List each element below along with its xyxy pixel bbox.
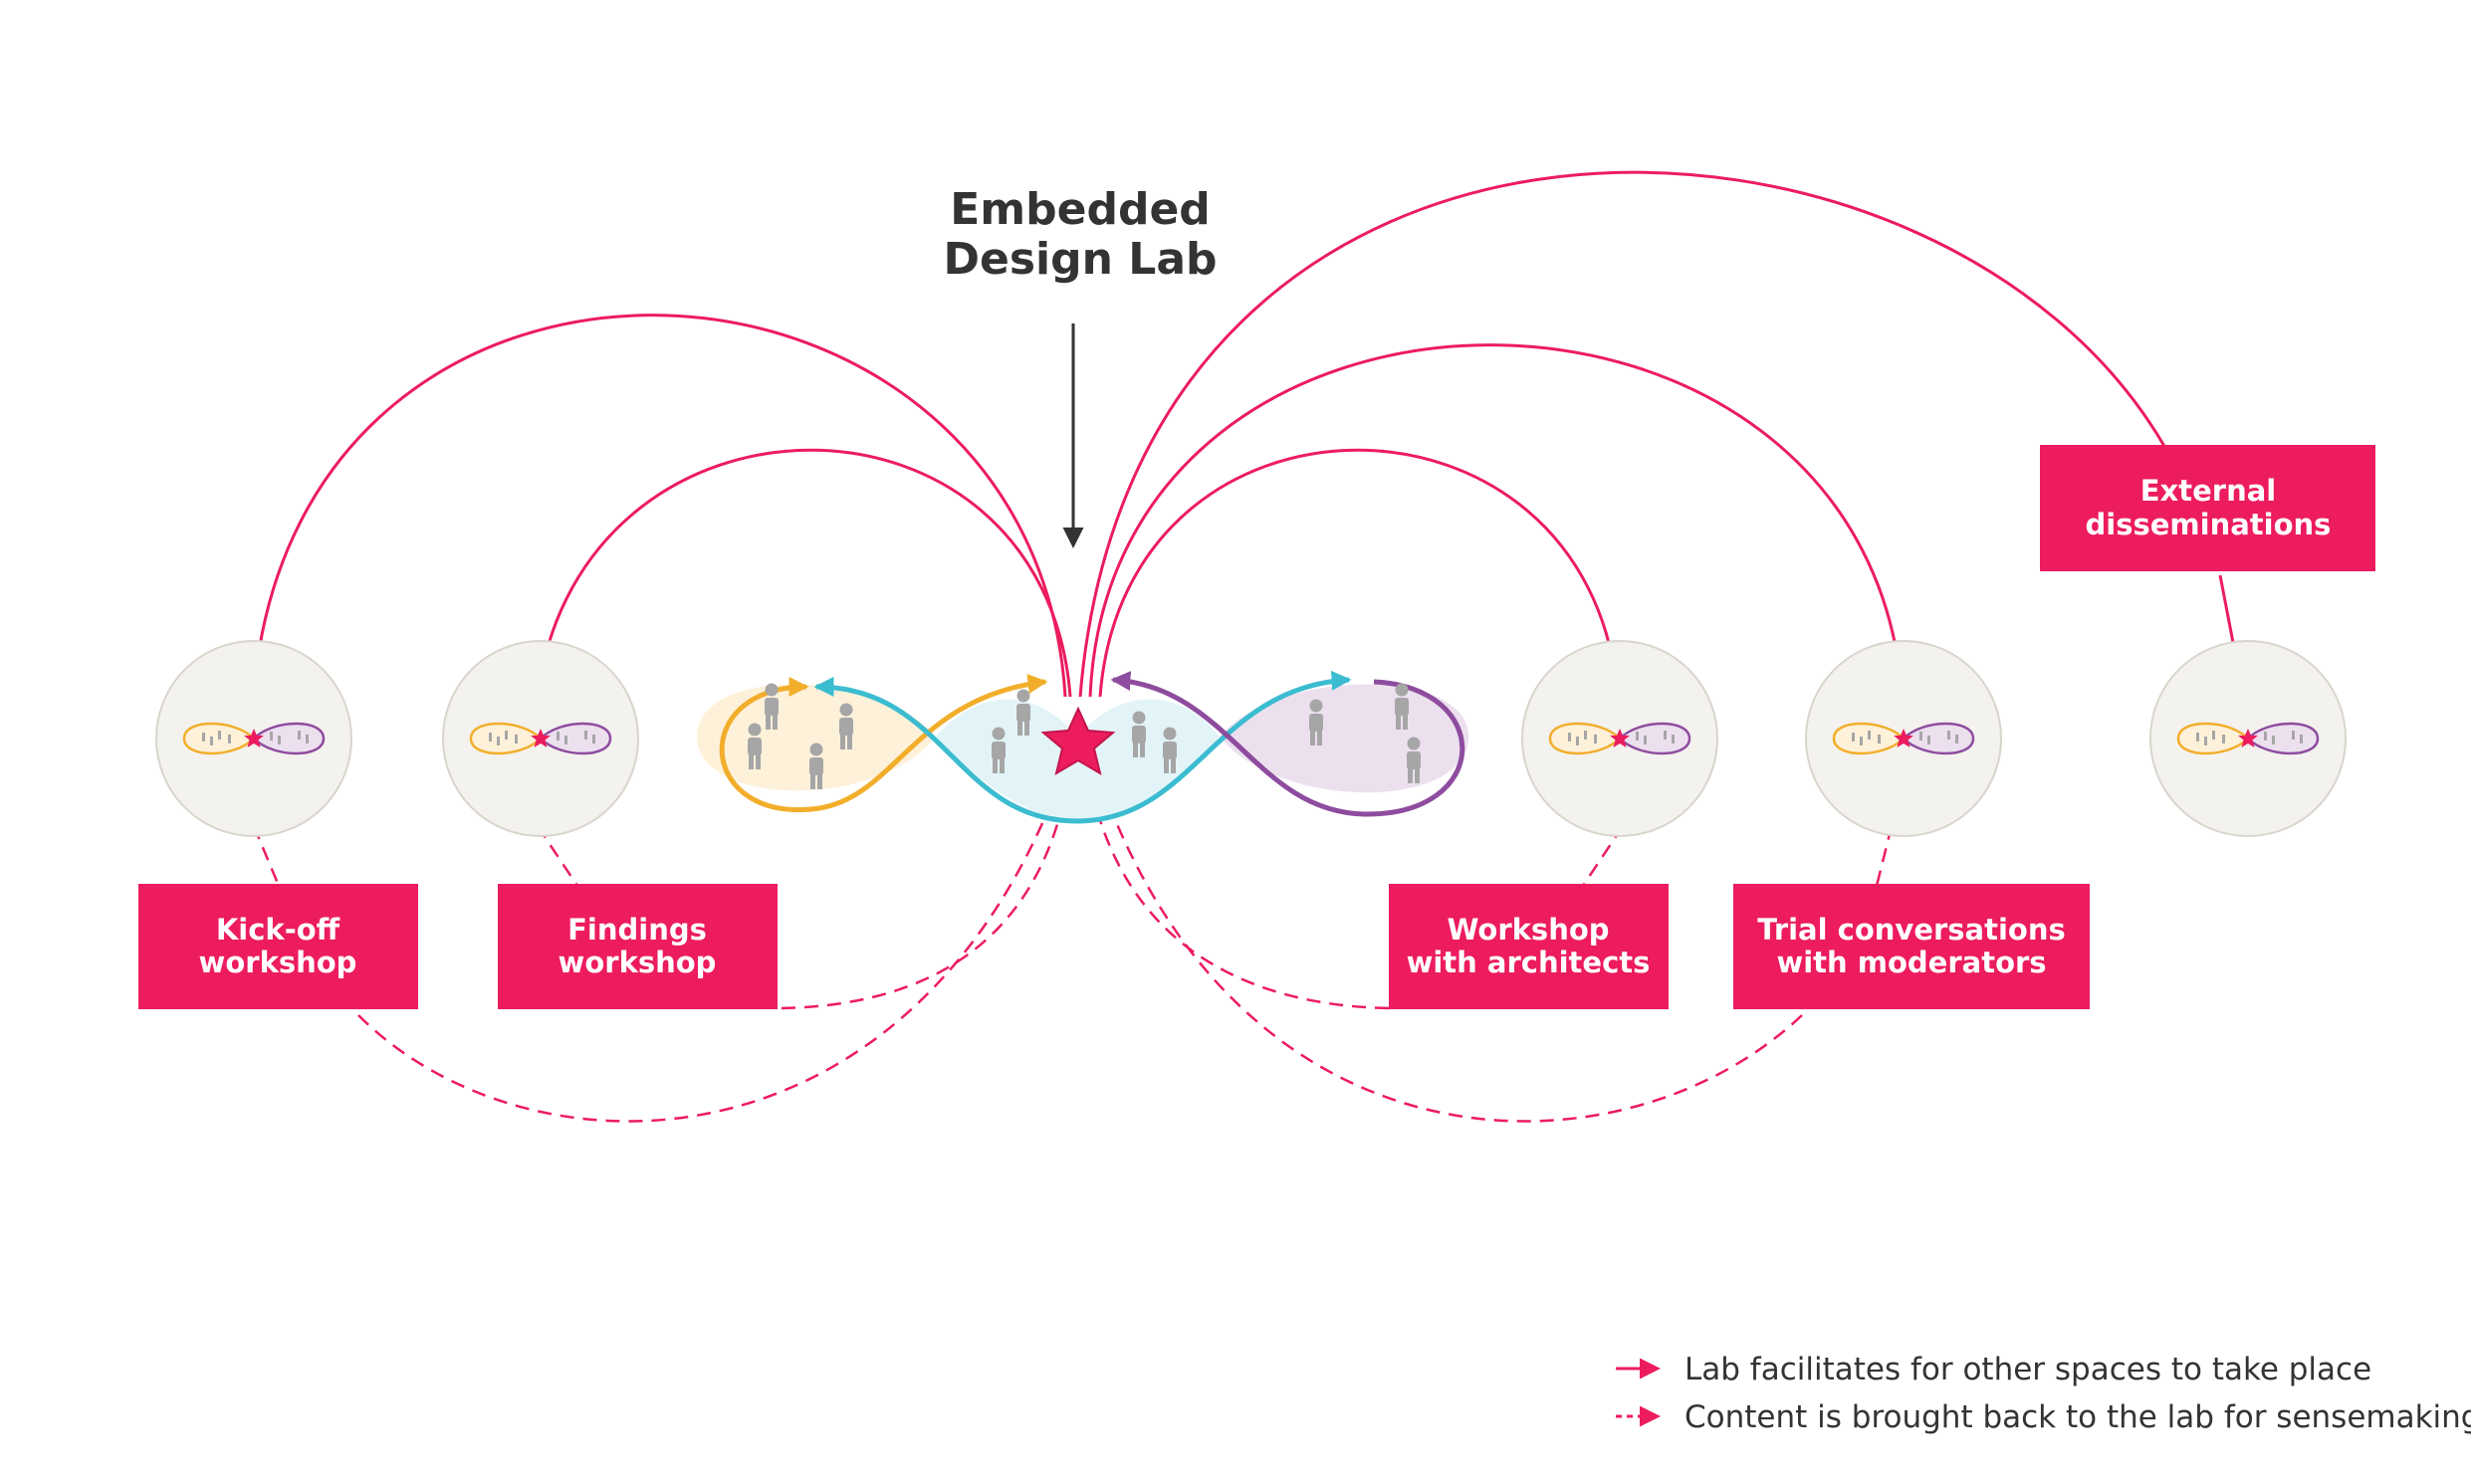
moderators-bubble	[1802, 639, 2003, 838]
blue-loop-stroke	[813, 677, 1078, 824]
facilitation-arcs	[245, 170, 2252, 708]
central-lab-loop	[697, 670, 1468, 824]
arc-to-moderators	[1088, 343, 1910, 698]
findings-box-line2: workshop	[559, 946, 717, 979]
yellow-loop-stroke-left	[719, 677, 820, 813]
lab-star-icon	[1040, 706, 1116, 776]
findings-box: Findings workshop	[498, 884, 778, 1009]
blue-loop-stroke-right	[1076, 670, 1352, 824]
findings-bubble	[439, 639, 640, 838]
lab-title: Embedded Design Lab	[944, 184, 1218, 285]
yellow-loop-stroke-right	[818, 674, 1048, 811]
kickoff-box-line1: Kick-off	[216, 913, 340, 947]
external-box: External disseminations	[2040, 445, 2375, 571]
return-from-kickoff	[357, 763, 1069, 1123]
purple-loop-stroke	[1110, 671, 1465, 817]
kickoff-box: Kick-off workshop	[138, 884, 418, 1009]
kickoff-box-line2: workshop	[199, 946, 357, 979]
legend-dashed-label: Content is brought back to the lab for s…	[1685, 1399, 2471, 1435]
architects-box: Workshop with architects	[1389, 884, 1669, 1009]
moderators-box-line1: Trial conversations	[1757, 913, 2066, 947]
arc-to-external	[1078, 170, 2167, 698]
external-box-line2: disseminations	[2086, 508, 2332, 541]
external-box-line1: External	[2140, 474, 2277, 508]
arc-to-findings	[530, 448, 1072, 698]
legend: Lab facilitates for other spaces to take…	[1616, 1352, 2471, 1435]
arc-to-kickoff	[245, 314, 1067, 698]
lab-title-line1: Embedded	[950, 184, 1211, 235]
findings-box-line1: Findings	[567, 913, 707, 947]
legend-solid-label: Lab facilitates for other spaces to take…	[1685, 1352, 2371, 1387]
return-from-findings	[781, 763, 1077, 1010]
external-bubble	[2146, 639, 2348, 838]
architects-bubble	[1518, 639, 1719, 838]
moderators-box-line2: with moderators	[1776, 946, 2046, 979]
dash-moderators-bubble-box	[1875, 825, 1894, 887]
moderators-box: Trial conversations with moderators	[1733, 884, 2090, 1009]
kickoff-bubble	[152, 639, 353, 838]
architects-box-line1: Workshop	[1447, 913, 1609, 947]
lab-title-line2: Design Lab	[944, 234, 1218, 285]
architects-box-line2: with architects	[1407, 946, 1651, 979]
return-from-moderators	[1091, 763, 1803, 1123]
arc-to-architects	[1098, 448, 1627, 698]
